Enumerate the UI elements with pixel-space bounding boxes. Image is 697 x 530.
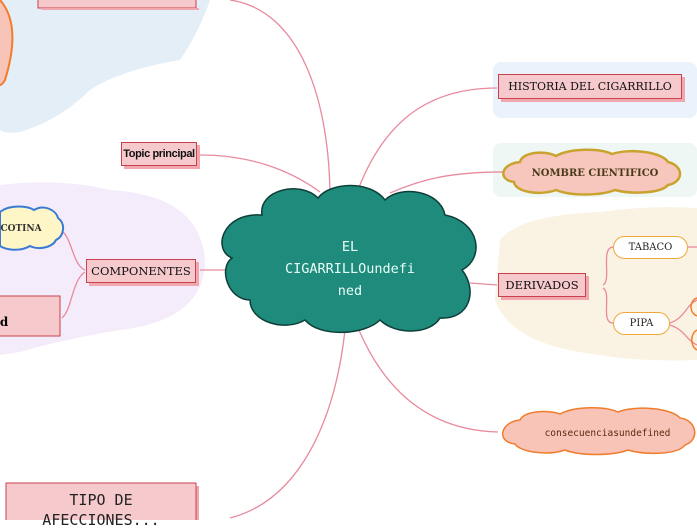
region-top-left — [0, 0, 210, 133]
cloud-top-left-partial — [0, 0, 14, 86]
central-line-1: EL — [341, 239, 359, 255]
derivados-node[interactable]: DERIVADOS — [498, 273, 586, 297]
box-d-partial — [0, 295, 61, 337]
nicotina-node[interactable]: COTINA — [0, 219, 42, 239]
partial-d-node[interactable]: d — [0, 312, 8, 332]
nombre-node[interactable]: NOMBRE CIENTIFICO — [520, 162, 670, 184]
nicotina-label: COTINA — [0, 224, 42, 234]
pipa-node[interactable]: PIPA — [613, 312, 670, 335]
historia-node[interactable]: HISTORIA DEL CIGARRILLO — [498, 74, 682, 99]
connector-consecuencias — [357, 327, 499, 433]
connector-historia — [355, 87, 498, 196]
connector-nombre — [389, 171, 513, 194]
connector-derivados-tabaco — [602, 246, 614, 286]
tabaco-node[interactable]: TABACO — [613, 236, 688, 259]
pipa-label: PIPA — [629, 318, 654, 329]
afecciones-box — [5, 482, 197, 520]
pipa-right-cloud-a — [690, 297, 697, 317]
historia-label: HISTORIA DEL CIGARRILLO — [508, 80, 672, 93]
derivados-label: DERIVADOS — [505, 278, 579, 292]
pipa-right-cloud-b — [691, 329, 697, 351]
componentes-node[interactable]: COMPONENTES — [86, 259, 196, 283]
componentes-label: COMPONENTES — [91, 264, 191, 278]
connector-pipa-right — [669, 299, 697, 324]
consecuencias-cloud — [502, 407, 696, 456]
consecuencias-node[interactable]: consecuenciasundefined — [525, 422, 690, 444]
connector-pipa-right2 — [669, 324, 697, 346]
nombre-cloud — [502, 148, 682, 196]
topic-principal-node[interactable]: Topic principal — [121, 142, 197, 166]
central-line-3: ned — [337, 283, 363, 299]
connector-derivados — [469, 282, 498, 286]
afecciones-node[interactable]: TIPO DE AFECCIONES... — [6, 490, 196, 530]
connector-top — [229, 0, 331, 201]
connector-componentes-d — [61, 271, 86, 319]
box-top-left-partial — [37, 0, 197, 9]
afecciones-line-2: AFECCIONES... — [42, 511, 160, 529]
central-cloud — [221, 184, 477, 334]
nombre-label: NOMBRE CIENTIFICO — [531, 167, 659, 179]
connector-topic-principal — [199, 154, 321, 193]
tabaco-label: TABACO — [628, 242, 673, 253]
afecciones-line-1: TIPO DE — [69, 491, 133, 509]
connector-derivados-pipa — [602, 287, 614, 324]
connector-afecciones — [229, 329, 346, 519]
central-topic-label[interactable]: EL CIGARRILLOundefi ned — [265, 236, 435, 302]
nicotina-cloud — [0, 205, 64, 251]
consecuencias-label: consecuenciasundefined — [544, 427, 671, 439]
topic-principal-label: Topic principal — [123, 148, 195, 160]
partial-d-label: d — [0, 315, 9, 329]
central-line-2: CIGARRILLOundefi — [284, 261, 416, 277]
